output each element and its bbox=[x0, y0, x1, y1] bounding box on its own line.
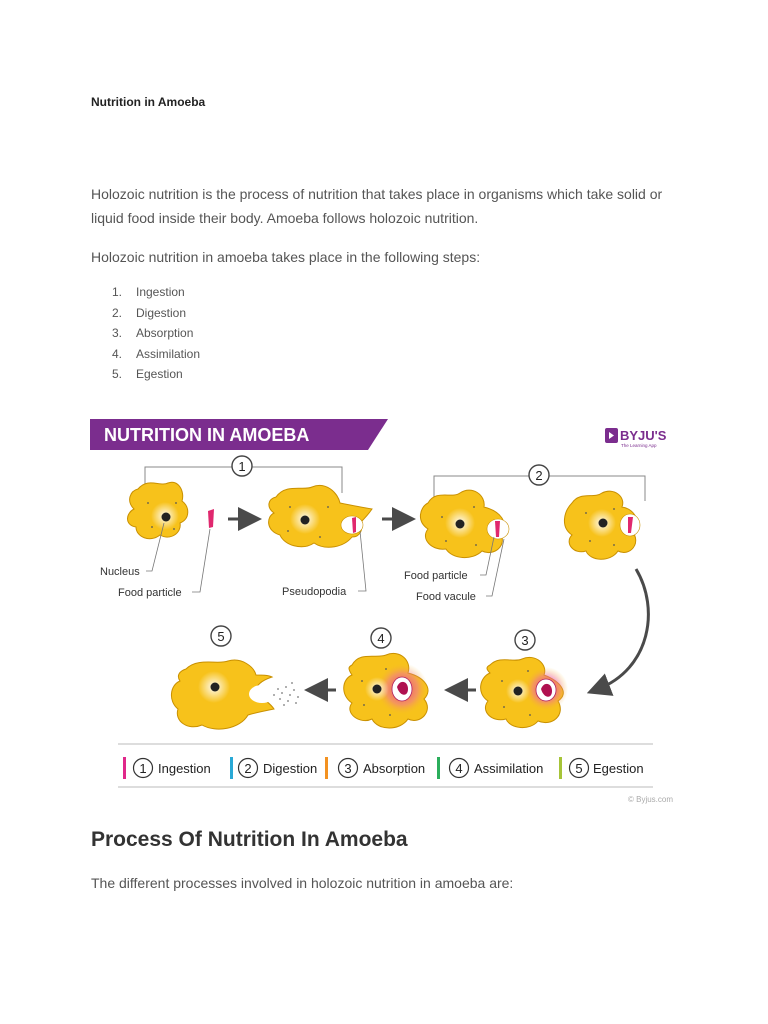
svg-text:Ingestion: Ingestion bbox=[158, 761, 211, 776]
step-item: 4.Assimilation bbox=[112, 346, 201, 361]
svg-text:5: 5 bbox=[217, 629, 224, 644]
svg-text:4: 4 bbox=[455, 761, 462, 776]
food-particle-1 bbox=[208, 509, 214, 528]
label-nucleus: Nucleus bbox=[100, 522, 165, 578]
watermark: © Byjus.com bbox=[628, 795, 673, 804]
waste-particles bbox=[273, 682, 299, 706]
amoeba-3 bbox=[420, 489, 510, 558]
stage-4-badge: 4 bbox=[370, 627, 392, 649]
svg-text:Food particle: Food particle bbox=[118, 587, 182, 599]
svg-text:3: 3 bbox=[344, 761, 351, 776]
label-food-particle: Food particle bbox=[118, 528, 211, 599]
svg-text:5: 5 bbox=[575, 761, 582, 776]
step-item: 3.Absorption bbox=[112, 326, 194, 341]
stage-5-badge: 5 bbox=[210, 625, 232, 647]
step-label: Egestion bbox=[136, 367, 183, 382]
amoeba-2 bbox=[268, 485, 373, 548]
svg-text:Food particle: Food particle bbox=[404, 570, 468, 582]
amoeba-nutrition-diagram: NUTRITION IN AMOEBA BYJU'S The Learning … bbox=[90, 419, 673, 804]
stage-2-badge: 2 bbox=[528, 464, 550, 486]
amoeba-1 bbox=[127, 481, 189, 540]
processes-intro-paragraph: The different processes involved in holo… bbox=[91, 875, 514, 891]
step-label: Digestion bbox=[136, 305, 187, 320]
step-label: Ingestion bbox=[136, 285, 185, 299]
step-item: 5.Egestion bbox=[112, 367, 183, 382]
label-food-vacuole: Food vacule bbox=[416, 538, 505, 603]
legend-item-egestion: 5 Egestion bbox=[559, 757, 644, 779]
arrow-curve bbox=[586, 568, 650, 696]
amoeba-6 bbox=[343, 653, 429, 729]
legend-item-ingestion: 1 Ingestion bbox=[123, 757, 211, 779]
legend-item-absorption: 3 Absorption bbox=[325, 757, 425, 779]
svg-text:1: 1 bbox=[238, 459, 245, 474]
svg-text:Nucleus: Nucleus bbox=[100, 566, 140, 578]
step-label: Assimilation bbox=[136, 346, 201, 361]
step-item: 1.Ingestion bbox=[112, 285, 185, 299]
steps-intro-paragraph: Holozoic nutrition in amoeba takes place… bbox=[91, 249, 481, 265]
amoeba-5 bbox=[171, 659, 299, 730]
banner: NUTRITION IN AMOEBA bbox=[90, 419, 388, 450]
steps-list: 1.Ingestion 2.Digestion 3.Absorption 4.A… bbox=[112, 282, 200, 385]
svg-text:Egestion: Egestion bbox=[593, 761, 644, 776]
amoeba-4 bbox=[564, 490, 641, 560]
intro-paragraph: Holozoic nutrition is the process of nut… bbox=[91, 186, 663, 226]
svg-text:3: 3 bbox=[521, 633, 528, 648]
svg-text:Absorption: Absorption bbox=[363, 761, 425, 776]
amoeba-7 bbox=[480, 657, 568, 728]
legend: 1 Ingestion 2 Digestion 3 Absorption 4 A… bbox=[118, 743, 653, 788]
svg-text:Pseudopodia: Pseudopodia bbox=[282, 586, 347, 598]
logo-name: BYJU'S bbox=[620, 428, 667, 443]
label-food-particle-2: Food particle bbox=[404, 536, 495, 582]
section-heading: Process Of Nutrition In Amoeba bbox=[91, 828, 408, 851]
logo-tagline: The Learning App bbox=[621, 443, 657, 448]
step-label: Absorption bbox=[136, 326, 194, 341]
legend-item-digestion: 2 Digestion bbox=[230, 757, 317, 779]
svg-text:4: 4 bbox=[377, 631, 384, 646]
stage-1-badge: 1 bbox=[231, 455, 253, 477]
byjus-logo-icon bbox=[605, 428, 618, 443]
svg-text:Assimilation: Assimilation bbox=[474, 761, 543, 776]
svg-text:Food vacule: Food vacule bbox=[416, 591, 476, 603]
byjus-logo: BYJU'S The Learning App bbox=[605, 428, 667, 448]
svg-text:2: 2 bbox=[244, 761, 251, 776]
document-title: Nutrition in Amoeba bbox=[91, 95, 206, 109]
svg-text:Digestion: Digestion bbox=[263, 761, 317, 776]
stage-3-badge: 3 bbox=[514, 629, 536, 651]
svg-text:2: 2 bbox=[535, 468, 542, 483]
legend-item-assimilation: 4 Assimilation bbox=[437, 757, 543, 779]
step-item: 2.Digestion bbox=[112, 305, 187, 320]
svg-text:1: 1 bbox=[139, 761, 146, 776]
banner-title: NUTRITION IN AMOEBA bbox=[104, 425, 309, 445]
label-pseudopodia: Pseudopodia bbox=[282, 530, 367, 598]
